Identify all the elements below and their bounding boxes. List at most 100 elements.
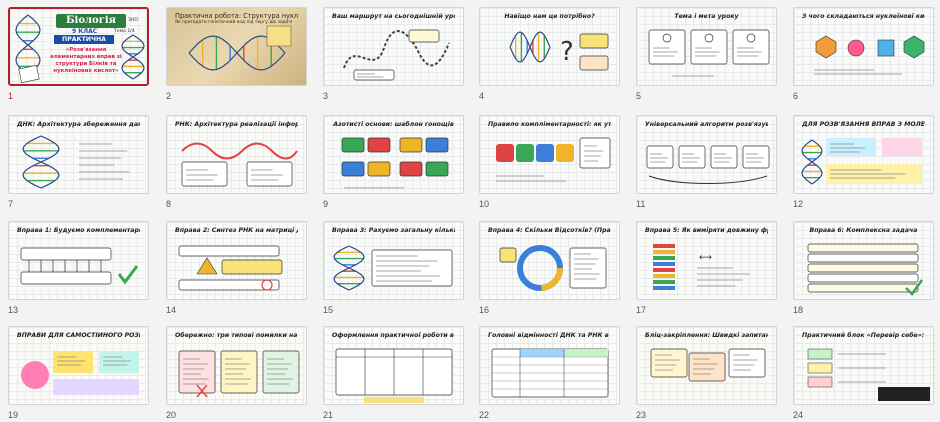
- slide-title: З чого складаються нуклеїнові кислоти?: [802, 13, 925, 20]
- slide-preview[interactable]: Вправа 4: Скільки Відсотків? (Правило Ча…: [479, 221, 620, 300]
- slide-preview[interactable]: З чого складаються нуклеїнові кислоти?: [793, 7, 934, 86]
- slide-title: Навіщо нам це потрібно?: [504, 13, 595, 20]
- slide-title: Практичний блок «Перевір себе»: три рівн…: [802, 332, 925, 339]
- cover-subtitle: «Розв'язання елементарних вправ зі струк…: [50, 47, 122, 74]
- slide-illustration: [648, 29, 770, 77]
- slide-thumbnail[interactable]: Оформлення практичної роботи в зошиті21: [323, 326, 464, 420]
- slide-title: Ваш маршрут на сьогоднішній урок: [332, 13, 455, 20]
- svg-text:⟷: ⟷: [699, 253, 712, 263]
- slide-thumbnail[interactable]: Головні відмінності ДНК та РНК в одній т…: [479, 326, 620, 420]
- slide-thumbnail[interactable]: Навіщо нам це потрібно??4: [479, 7, 620, 101]
- slide-title: Вправа 4: Скільки Відсотків? (Правило Ча…: [488, 227, 611, 234]
- slide-title: Обережно: три типові помилки на контроль…: [175, 332, 298, 339]
- slide-thumbnail[interactable]: З чого складаються нуклеїнові кислоти? 6: [793, 7, 934, 101]
- cover-title: Біологія: [56, 14, 126, 28]
- slide-title: Вправа 2: Синтез РНК на матриці ДНК: [175, 227, 298, 234]
- slide-illustration: [335, 348, 453, 403]
- slide-preview[interactable]: Вправа 2: Синтез РНК на матриці ДНК: [166, 221, 307, 300]
- slide-illustration: [22, 135, 130, 189]
- slide-preview[interactable]: ВПРАВИ ДЛЯ САМОСТІЙНОГО РОЗВ'ЯЗУВАННЯ: [8, 326, 149, 405]
- slide-illustration: [814, 35, 925, 75]
- slide-thumbnail[interactable]: РНК: Архітектура реалізації інформації 8: [166, 115, 307, 209]
- slide-number: 19: [8, 410, 19, 420]
- slide-illustration: [181, 142, 298, 187]
- slide-number: 1: [8, 91, 14, 101]
- svg-text:?: ?: [560, 37, 574, 67]
- slide-thumbnail[interactable]: ДЛЯ РОЗВ'ЯЗАННЯ ВПРАВ З МОЛЕКУЛЯРНОЇ БІО…: [793, 115, 934, 209]
- slide-title: Тема і мета уроку: [674, 13, 739, 20]
- slide-background: [9, 222, 148, 299]
- slide-preview[interactable]: Тема і мета уроку: [636, 7, 777, 86]
- slide-number: 12: [793, 199, 804, 209]
- slide-number: 20: [166, 410, 177, 420]
- slide-number: 17: [636, 305, 647, 315]
- slide-title: Правило компліментарності: як утворюютьс…: [488, 121, 611, 128]
- slide-thumbnail[interactable]: Практична робота: Структура нуклеїнових …: [166, 7, 307, 101]
- slide-illustration: [499, 245, 607, 291]
- slide-preview[interactable]: Вправа 3: Рахуємо загальну кількість нук…: [323, 221, 464, 300]
- slide-thumbnail[interactable]: Вправа 1: Будуємо комплементарний ланцюг…: [8, 221, 149, 315]
- slide-number: 11: [636, 199, 646, 209]
- slide-number: 22: [479, 410, 490, 420]
- slide-thumbnail[interactable]: Вправа 4: Скільки Відсотків? (Правило Ча…: [479, 221, 620, 315]
- slide-number: 8: [166, 199, 172, 209]
- slide-illustration: [801, 138, 922, 185]
- slide-thumbnail[interactable]: Практичний блок «Перевір себе»: три рівн…: [793, 326, 934, 420]
- slide-preview[interactable]: Універсальний алгоритм розв'язування зад…: [636, 115, 777, 194]
- slide-title: Вправа 3: Рахуємо загальну кількість нук…: [332, 227, 455, 234]
- slide-number: 6: [793, 91, 799, 101]
- slide-thumbnail[interactable]: Правило компліментарності: як утворюютьс…: [479, 115, 620, 209]
- slide-preview[interactable]: Вправа 5: Як виміряти довжину фрагмента …: [636, 221, 777, 300]
- slide-thumbnail[interactable]: Вправа 3: Рахуємо загальну кількість нук…: [323, 221, 464, 315]
- slide-number: 3: [323, 91, 329, 101]
- slide-preview[interactable]: ДЛЯ РОЗВ'ЯЗАННЯ ВПРАВ З МОЛЕКУЛЯРНОЇ БІО…: [793, 115, 934, 194]
- slide-preview[interactable]: Азотисті основи: шаблон гонощів: [323, 115, 464, 194]
- slide-preview[interactable]: Бліц-закріплення: Швидкі запитання: [636, 326, 777, 405]
- slide-thumbnail[interactable]: Азотисті основи: шаблон гонощів 9: [323, 115, 464, 209]
- slide-thumbnail[interactable]: Ваш маршрут на сьогоднішній урок 3: [323, 7, 464, 101]
- slide-preview[interactable]: Головні відмінності ДНК та РНК в одній т…: [479, 326, 620, 405]
- slide-preview[interactable]: Вправа 6: Комплексна задача: [793, 221, 934, 300]
- cover-badge: ПРАКТИЧНА РОБОТА: [54, 35, 114, 52]
- slide-thumbnail[interactable]: Універсальний алгоритм розв'язування зад…: [636, 115, 777, 209]
- slide-preview[interactable]: Практична робота: Структура нуклеїнових …: [166, 7, 307, 86]
- slide-number: 15: [323, 305, 334, 315]
- slide-title: Вправа 5: Як виміряти довжину фрагмента …: [645, 227, 768, 234]
- slide-preview[interactable]: Правило компліментарності: як утворюютьс…: [479, 115, 620, 194]
- slide-title: Вправа 1: Будуємо комплементарний ланцюг…: [17, 227, 140, 234]
- slide-preview[interactable]: Вправа 1: Будуємо комплементарний ланцюг…: [8, 221, 149, 300]
- slide-preview[interactable]: Ваш маршрут на сьогоднішній урок: [323, 7, 464, 86]
- slide-thumbnail[interactable]: Вправа 6: Комплексна задача 18: [793, 221, 934, 315]
- slide-illustration: ?: [509, 31, 609, 71]
- slide-preview[interactable]: Обережно: три типові помилки на контроль…: [166, 326, 307, 405]
- slide-preview[interactable]: РНК: Архітектура реалізації інформації: [166, 115, 307, 194]
- slide-preview[interactable]: ДНК: Архітектура збереження даних: [8, 115, 149, 194]
- slide-background: [324, 116, 463, 193]
- slide-illustration: [20, 247, 139, 285]
- slide-illustration: [178, 350, 300, 398]
- slide-preview[interactable]: Навіщо нам це потрібно??: [479, 7, 620, 86]
- slide-number: 10: [479, 199, 490, 209]
- slide-thumbnail[interactable]: Вправа 5: Як виміряти довжину фрагмента …: [636, 221, 777, 315]
- slide-thumbnail[interactable]: Вправа 2: Синтез РНК на матриці ДНК14: [166, 221, 307, 315]
- slide-thumbnail[interactable]: ДНК: Архітектура збереження даних 7: [8, 115, 149, 209]
- slide-illustration: ⟷: [653, 244, 750, 290]
- slide-number: 2: [166, 91, 172, 101]
- slide-preview[interactable]: Оформлення практичної роботи в зошиті: [323, 326, 464, 405]
- slide-background: [167, 8, 306, 85]
- slide-number: 9: [323, 199, 329, 209]
- slide-thumbnail[interactable]: ВПРАВИ ДЛЯ САМОСТІЙНОГО РОЗВ'ЯЗУВАННЯ 19: [8, 326, 149, 420]
- slide-illustration: [646, 145, 770, 184]
- slide-illustration: [491, 348, 609, 398]
- slide-preview[interactable]: Практичний блок «Перевір себе»: три рівн…: [793, 326, 934, 405]
- slide-number: 7: [8, 199, 14, 209]
- slide-number: 18: [793, 305, 804, 315]
- slide-title: ДЛЯ РОЗВ'ЯЗАННЯ ВПРАВ З МОЛЕКУЛЯРНОЇ БІО…: [802, 121, 925, 128]
- slide-subtitle: Як пригадати генетичний код під чергу дв…: [175, 20, 293, 25]
- slide-thumbnail[interactable]: Обережно: три типові помилки на контроль…: [166, 326, 307, 420]
